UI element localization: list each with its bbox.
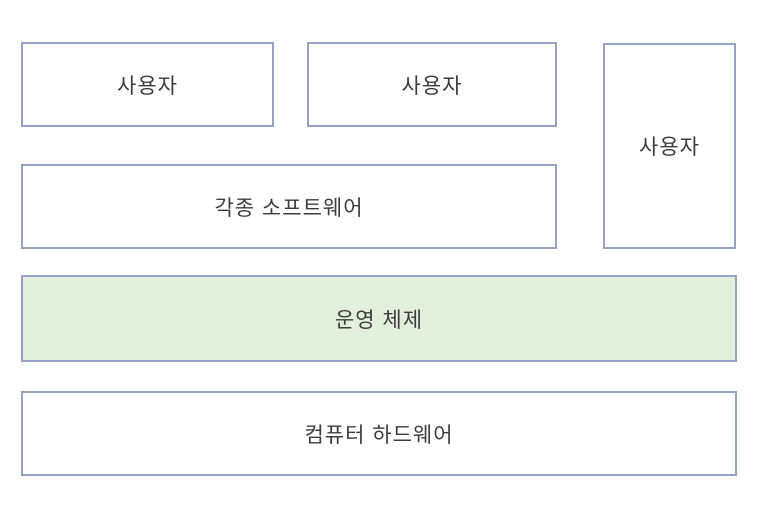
box-hardware: 컴퓨터 하드웨어	[21, 391, 737, 476]
box-hardware-label: 컴퓨터 하드웨어	[304, 423, 454, 447]
box-user-middle-label: 사용자	[401, 74, 463, 98]
box-user-left-label: 사용자	[117, 74, 178, 98]
box-user-right-label: 사용자	[639, 136, 700, 159]
box-software-label: 각종 소프트웨어	[214, 196, 364, 220]
box-software: 각종 소프트웨어	[21, 164, 557, 249]
box-user-right: 사용자	[603, 43, 736, 249]
box-operating-system: 운영 체제	[21, 275, 737, 362]
box-user-left: 사용자	[21, 42, 274, 127]
box-operating-system-label: 운영 체제	[334, 308, 424, 332]
box-user-middle: 사용자	[307, 42, 557, 127]
